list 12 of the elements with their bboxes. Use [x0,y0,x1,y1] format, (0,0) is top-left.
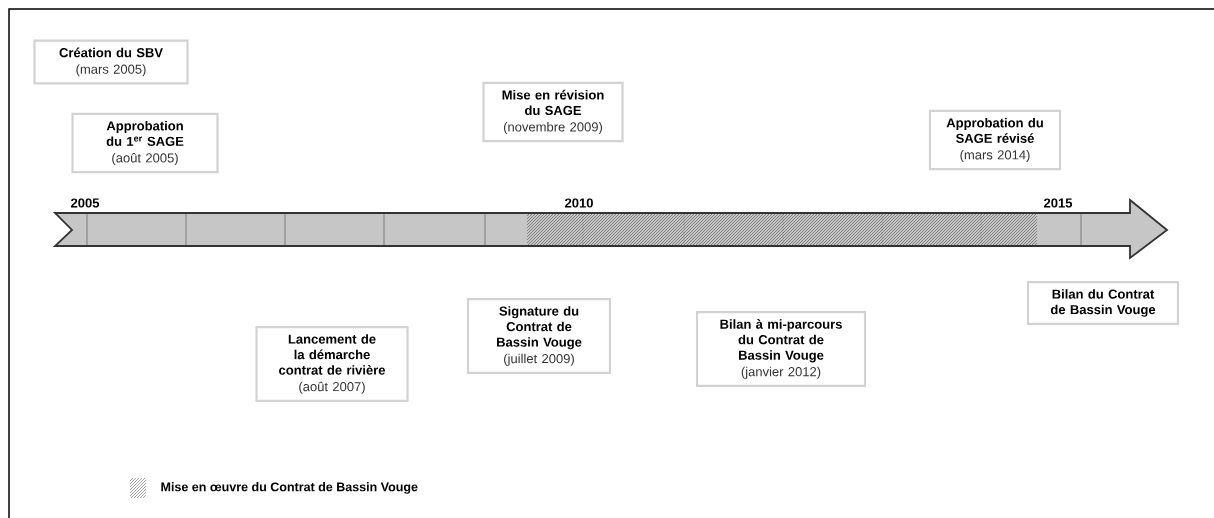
year-label: 2010 [565,198,593,208]
event-box: Mise en révision du SAGE (novembre 2009) [482,81,624,143]
event-box: Lancement de la démarche contrat de rivière (août 2007) [255,326,409,402]
event-box: Bilan à mi-parcours du Contrat de Bassin Vouge (janvier 2012) [695,311,867,387]
event-box: Bilan du Contrat de Bassin Vouge [1026,281,1180,325]
year-label: 2015 [1044,198,1073,208]
event-box: Approbation du 1$^{er}$ SAGE (août 2005) [71,112,219,174]
event-box: Création du SBV (mars 2005) [33,39,189,85]
event-box: Signature du Contrat de Bassin Vouge (juillet 2009) [466,298,612,374]
event-box: Approbation du SAGE révisé (mars 2014) [928,109,1062,171]
year-label: 2005 [71,198,100,208]
legend-text: Mise en œuvre du Contrat de Bassin Vouge [161,482,418,494]
